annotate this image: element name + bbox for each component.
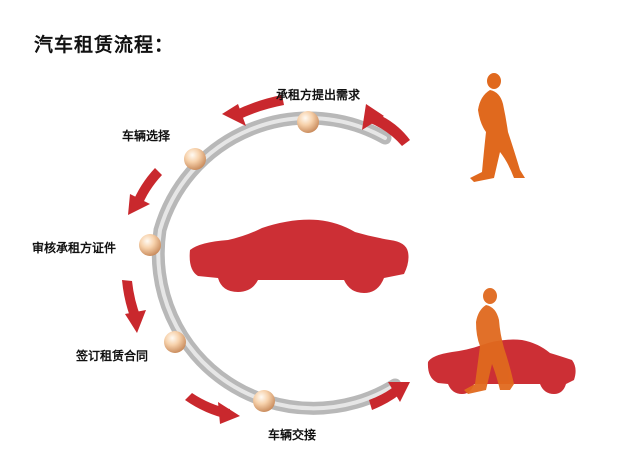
- step-node: [253, 390, 275, 412]
- arrow-icon: [122, 280, 146, 333]
- flow-arrows: [122, 95, 410, 424]
- step-label-verify-documents: 审核承租方证件: [32, 241, 117, 255]
- diagram-title: 汽车租赁流程：: [34, 34, 175, 56]
- arrow-icon: [128, 168, 162, 215]
- step-node: [184, 148, 206, 170]
- step-node: [297, 111, 319, 133]
- step-node: [139, 234, 161, 256]
- car-icon: [189, 219, 409, 293]
- arrow-icon: [362, 104, 410, 146]
- step-label-vehicle-handover: 车辆交接: [268, 428, 317, 442]
- step-label-sign-contract: 签订租赁合同: [76, 349, 149, 363]
- arrow-icon: [369, 382, 410, 410]
- arrow-icon: [185, 393, 240, 424]
- arrow-icon: [222, 95, 284, 126]
- woman-figure-icon: [470, 73, 525, 182]
- step-node: [164, 331, 186, 353]
- step-label-request: 承租方提出需求: [276, 88, 361, 102]
- step-label-vehicle-selection: 车辆选择: [122, 129, 171, 143]
- step-nodes: [139, 111, 319, 412]
